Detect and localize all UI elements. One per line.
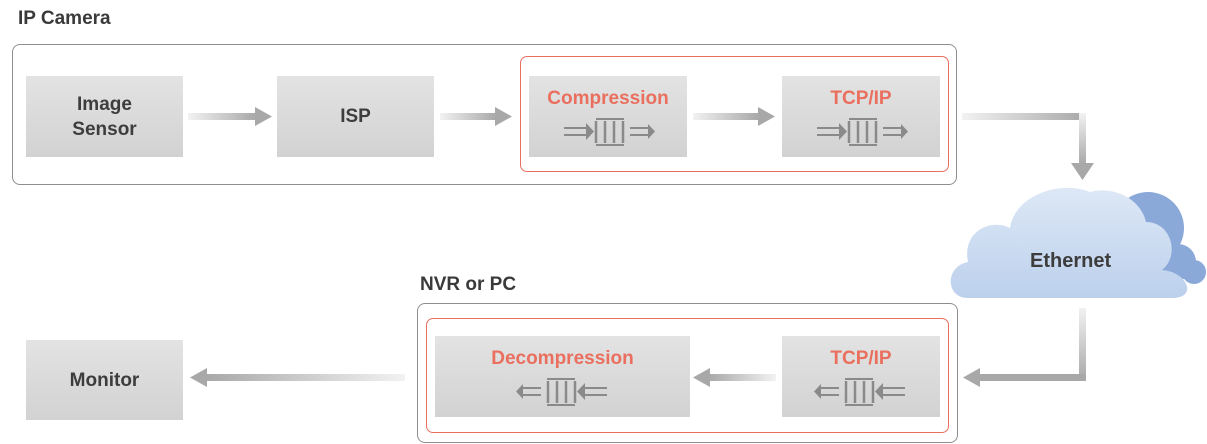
data-stream-icon [814, 378, 905, 406]
arrow-left-icon [190, 368, 405, 387]
isp-block: ISP [277, 76, 434, 157]
arrow-down-icon [962, 113, 1094, 180]
decompression-label: Decompression [491, 348, 634, 369]
arrow-right-icon [693, 107, 775, 126]
tcpip-send-block: TCP/IP [782, 76, 940, 157]
arrow-right-icon [188, 107, 272, 126]
compression-block: Compression [529, 76, 687, 157]
cloud-icon [950, 187, 1206, 298]
monitor-block: Monitor [26, 340, 183, 420]
image-sensor-label: Image Sensor [72, 93, 137, 140]
tcpip-send-label: TCP/IP [830, 88, 892, 109]
image-sensor-block: Image Sensor [26, 76, 183, 157]
ip-camera-frame [12, 44, 957, 185]
isp-label: ISP [340, 106, 371, 127]
data-stream-icon [564, 118, 655, 146]
ethernet-label: Ethernet [1030, 250, 1112, 272]
nvr-frame [417, 303, 958, 443]
tcpip-receive-block: TCP/IP [782, 336, 940, 417]
decode-section-frame [426, 318, 949, 433]
ip-camera-title: IP Camera [18, 8, 111, 29]
compression-label: Compression [547, 88, 669, 109]
arrow-left-icon [693, 368, 776, 387]
arrow-right-icon [440, 107, 512, 126]
arrow-left-icon [963, 308, 1086, 387]
data-stream-icon [515, 378, 607, 406]
tcpip-receive-label: TCP/IP [830, 348, 892, 369]
decompression-block: Decompression [435, 336, 690, 417]
monitor-label: Monitor [69, 369, 140, 391]
nvr-title: NVR or PC [420, 274, 517, 295]
encode-section-frame [520, 56, 949, 172]
data-stream-icon [817, 118, 908, 146]
